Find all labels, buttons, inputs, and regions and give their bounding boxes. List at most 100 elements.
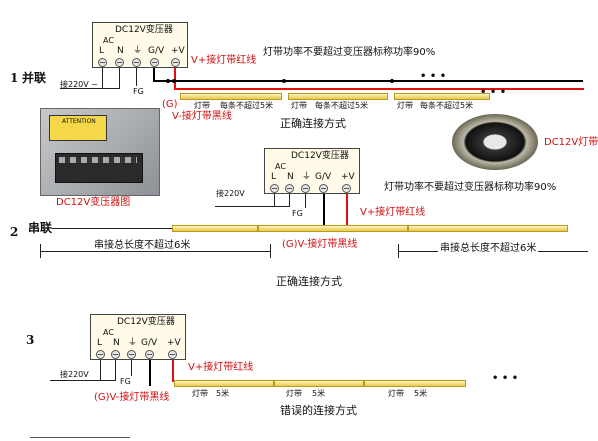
terminal-n-label: N xyxy=(113,338,120,348)
strip-label: 灯带 xyxy=(286,389,302,398)
caption-correct: 正确连接方式 xyxy=(280,117,346,130)
transformer-title: DC12V变压器 xyxy=(115,25,173,35)
terminal-n xyxy=(285,184,294,193)
fg-label: FG xyxy=(120,377,131,386)
red-wire-label: V+接灯带红线 xyxy=(360,207,426,218)
terminal-gv-label: G/V xyxy=(148,46,165,56)
transformer-box-1: DC12V变压器 AC L N ⏚ G/V +V xyxy=(92,22,188,68)
input-wire-l xyxy=(274,194,275,206)
terminal-gv xyxy=(150,58,159,67)
terminal-n-label: N xyxy=(117,46,124,56)
footer-divider xyxy=(30,437,130,438)
strip-label: 灯带 xyxy=(194,101,210,110)
ground-symbol: ⏚ xyxy=(302,172,312,182)
led-strip xyxy=(172,225,258,232)
input-wire-horizontal xyxy=(50,380,116,381)
red-wire-vertical xyxy=(346,194,348,230)
ellipsis: • • • xyxy=(420,71,447,82)
power-note: 灯带功率不要超过变压器标称功率90% xyxy=(384,182,557,193)
transformer-title: DC12V变压器 xyxy=(291,151,349,161)
terminal-ground xyxy=(132,58,141,67)
strip-length-label: 每条不超过5米 xyxy=(220,101,274,110)
input-wire-n xyxy=(289,194,290,206)
strip-length-label: 5米 xyxy=(216,389,230,398)
input-wire-l xyxy=(100,360,101,380)
black-wire-label: V-接灯带黑线 xyxy=(172,111,232,122)
ground-symbol: ⏚ xyxy=(128,338,138,348)
junction-dot xyxy=(282,79,286,83)
power-note: 灯带功率不要超过变压器标称功率90% xyxy=(263,47,436,58)
ac-label: AC xyxy=(103,328,114,337)
terminal-plusv-label: +V xyxy=(341,172,355,182)
terminal-l xyxy=(96,350,105,359)
led-strip xyxy=(258,225,408,232)
led-strip xyxy=(288,93,388,100)
red-wire-label: V+接灯带红线 xyxy=(188,362,254,373)
input-wire-horizontal xyxy=(215,206,290,207)
length-tick xyxy=(398,244,399,258)
input-wire-n xyxy=(115,360,116,380)
junction-dot xyxy=(166,79,170,83)
junction-dot xyxy=(390,79,394,83)
terminal-gv xyxy=(145,350,154,359)
terminal-plusv-label: +V xyxy=(171,46,185,56)
led-strip xyxy=(180,93,282,100)
input-label: 接220V xyxy=(60,370,89,379)
section-1-title: 并联 xyxy=(22,71,47,85)
ac-label: AC xyxy=(103,36,114,45)
led-strip xyxy=(174,380,274,387)
caption-wrong: 错误的连接方式 xyxy=(280,404,357,417)
terminal-ground xyxy=(127,350,136,359)
terminal-plusv xyxy=(171,58,180,67)
led-strip xyxy=(408,225,568,232)
transformer-photo: ATTENTION xyxy=(40,108,160,196)
ellipsis: • • • xyxy=(492,373,519,384)
strip-label: 灯带 xyxy=(397,101,413,110)
strip-lead-wire xyxy=(52,228,172,229)
terminal-l-label: L xyxy=(97,338,103,348)
strip-length-label: 每条不超过5米 xyxy=(420,101,474,110)
fg-wire xyxy=(131,360,132,376)
strip-label: 灯带 xyxy=(291,101,307,110)
length-label-right: 串接总长度不超过6米 xyxy=(438,243,539,254)
ground-symbol: ⏚ xyxy=(133,46,143,56)
terminal-gv-label: G/V xyxy=(315,172,332,182)
terminal-l xyxy=(98,58,107,67)
strip-label: 灯带 xyxy=(192,389,208,398)
length-tick xyxy=(270,244,271,258)
terminal-ground xyxy=(301,184,310,193)
length-label-left: 串接总长度不超过6米 xyxy=(92,240,193,251)
warning-sticker: ATTENTION xyxy=(49,115,107,141)
section-1-number: 1 xyxy=(10,71,19,85)
red-wire-label: V+接灯带红线 xyxy=(191,55,257,66)
black-wire-label-prefix: (G) xyxy=(162,99,178,110)
fg-wire xyxy=(305,194,306,208)
black-wire-label: (G)V-接灯带黑线 xyxy=(282,239,358,250)
red-wire-vertical xyxy=(172,360,174,382)
section-3-number: 3 xyxy=(26,333,35,347)
input-label: 接220V ~ xyxy=(60,80,98,89)
black-wire-label: (G)V-接灯带黑线 xyxy=(94,392,170,403)
length-arrow-left xyxy=(40,251,270,252)
fg-wire xyxy=(136,68,137,86)
black-wire-vertical xyxy=(149,360,151,386)
transformer-photo-caption: DC12V变压器图 xyxy=(56,197,131,208)
black-wire-vertical xyxy=(323,194,325,230)
input-wire-n xyxy=(119,68,120,88)
transformer-box-2: DC12V变压器 AC L N ⏚ G/V +V xyxy=(264,148,360,194)
terminal-screws xyxy=(59,157,137,163)
ellipsis: • • • xyxy=(480,87,507,98)
terminal-plusv xyxy=(342,184,351,193)
transformer-title: DC12V变压器 xyxy=(117,317,175,327)
warning-label: ATTENTION xyxy=(62,118,96,125)
length-tick xyxy=(40,244,41,258)
caption-correct: 正确连接方式 xyxy=(276,275,342,288)
input-wire-horizontal xyxy=(60,88,120,89)
strip-length-label: 每条不超过5米 xyxy=(315,101,369,110)
section-2-title: 串联 xyxy=(28,221,53,235)
strip-length-label: 5米 xyxy=(414,389,428,398)
strip-label: 灯带 xyxy=(388,389,404,398)
terminal-n-label: N xyxy=(287,172,294,182)
terminal-gv xyxy=(319,184,328,193)
input-wire-l xyxy=(102,68,103,88)
